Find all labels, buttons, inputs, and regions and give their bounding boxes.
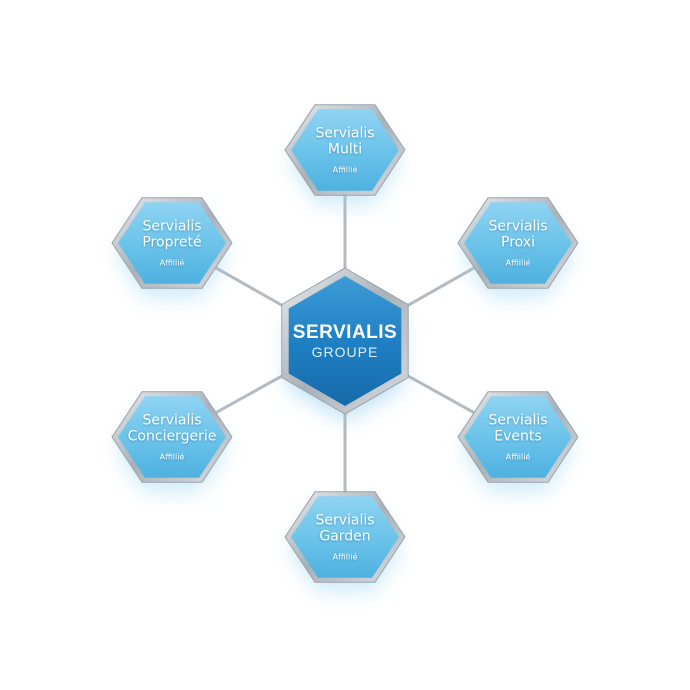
node-proprete[interactable]: Servialis Propreté Affillié bbox=[112, 218, 232, 267]
hex-proprete bbox=[111, 197, 233, 298]
node-sub: Conciergerie bbox=[127, 428, 217, 445]
node-name: Servialis bbox=[315, 512, 375, 529]
node-tag: Affillié bbox=[332, 165, 358, 175]
node-name: Servialis bbox=[142, 218, 202, 235]
node-sub: Events bbox=[494, 428, 542, 445]
node-tag: Affillié bbox=[505, 258, 531, 268]
node-tag: Affillié bbox=[505, 452, 531, 462]
node-proxi[interactable]: Servialis Proxi Affillié bbox=[458, 218, 578, 267]
hex-fill bbox=[464, 396, 572, 478]
center-title: SERVIALIS bbox=[292, 322, 398, 343]
node-sub: Garden bbox=[319, 528, 371, 545]
node-sub: Proxi bbox=[501, 234, 535, 251]
hex-nodes bbox=[111, 104, 579, 592]
node-tag: Affillié bbox=[159, 452, 185, 462]
hex-fill bbox=[464, 202, 572, 284]
node-tag: Affillié bbox=[159, 258, 185, 268]
node-events[interactable]: Servialis Events Affillié bbox=[458, 412, 578, 461]
node-multi[interactable]: Servialis Multi Affillié bbox=[285, 125, 405, 174]
node-sub: Multi bbox=[327, 141, 363, 158]
center-subtitle: GROUPE bbox=[311, 344, 379, 360]
hex-fill bbox=[118, 396, 226, 478]
node-name: Servialis bbox=[315, 125, 375, 142]
hex-fill bbox=[118, 202, 226, 284]
hex-center bbox=[281, 267, 409, 421]
hex-fill bbox=[291, 109, 399, 191]
node-garden[interactable]: Servialis Garden Affillié bbox=[285, 512, 405, 561]
node-name: Servialis bbox=[142, 412, 202, 429]
hex-fill bbox=[288, 276, 402, 406]
hex-conciergerie bbox=[111, 391, 233, 492]
hex-garden bbox=[284, 491, 406, 592]
node-conciergerie[interactable]: Servialis Conciergerie Affillié bbox=[112, 412, 232, 461]
node-name: Servialis bbox=[488, 412, 548, 429]
hex-proxi bbox=[457, 197, 579, 298]
center-node-label: SERVIALIS GROUPE bbox=[280, 322, 410, 360]
node-name: Servialis bbox=[488, 218, 548, 235]
node-sub: Propreté bbox=[142, 234, 202, 251]
hex-events bbox=[457, 391, 579, 492]
hex-multi bbox=[284, 104, 406, 205]
node-tag: Affillié bbox=[332, 552, 358, 562]
hex-fill bbox=[291, 496, 399, 578]
